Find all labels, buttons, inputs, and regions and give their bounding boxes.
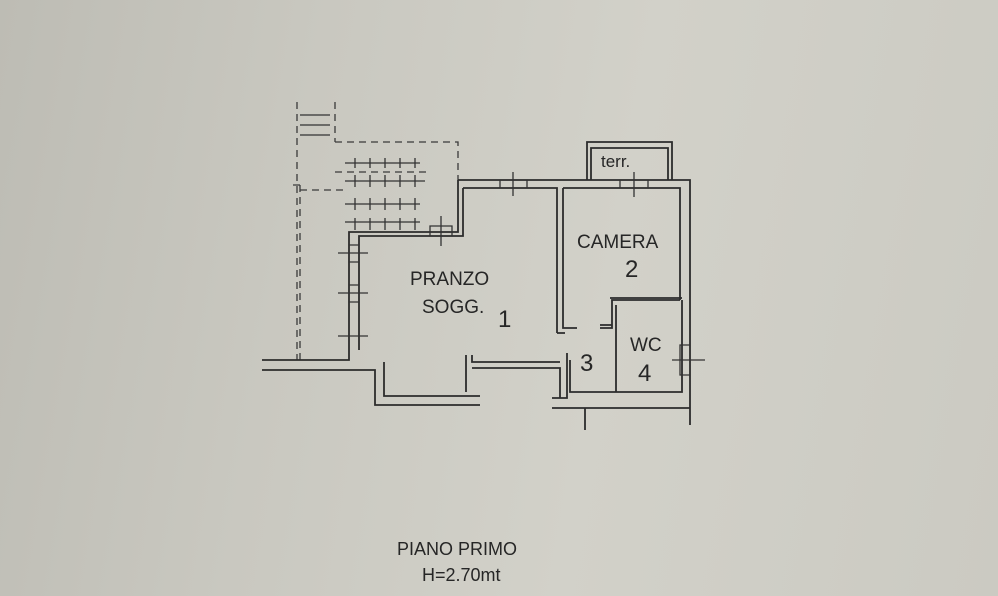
- floor-title: PIANO PRIMO: [397, 539, 518, 559]
- ceiling-height: H=2.70mt: [422, 565, 501, 585]
- room-name-camera: CAMERA: [577, 232, 659, 253]
- room-name-wc: WC: [630, 335, 662, 356]
- room-name-sogg: SOGG.: [422, 297, 485, 318]
- room-number-4: 4: [638, 360, 652, 387]
- room-name-pranzo: PRANZO: [410, 269, 490, 290]
- window-marks: [338, 172, 705, 376]
- room-number-3: 3: [580, 350, 594, 377]
- walls: [262, 141, 691, 430]
- stairs-outline: [293, 102, 459, 360]
- terrace-label: terr.: [601, 152, 631, 171]
- room-number-2: 2: [625, 256, 639, 283]
- room-number-1: 1: [498, 306, 512, 333]
